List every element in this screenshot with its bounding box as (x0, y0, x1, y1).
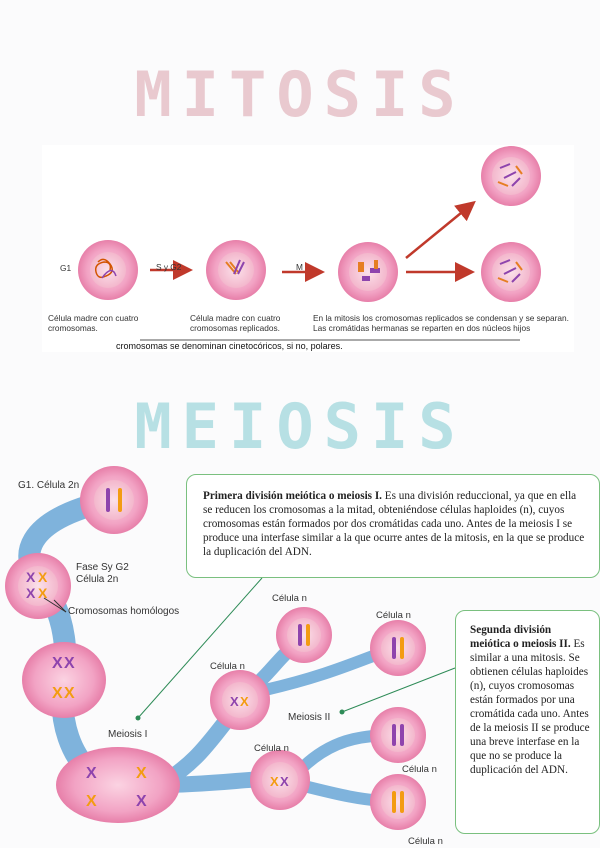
svg-text:X: X (52, 685, 63, 702)
svg-text:X: X (86, 765, 97, 782)
meiosis-ii-description-box: Segunda división meiótica o meiosis II. … (455, 610, 600, 834)
svg-text:X: X (86, 793, 97, 810)
label-cell-n-e: Célula n (402, 764, 437, 775)
mitosis-footer: cromosomas se denominan cinetocóricos, s… (116, 341, 343, 351)
label-homologous: Cromosomas homólogos (68, 606, 180, 617)
svg-text:X: X (136, 793, 147, 810)
label-cell-n-d: Célula n (254, 743, 289, 754)
box1-title: Primera división meiótica o meiosis I. (203, 490, 382, 502)
connector-meiosis1 (137, 577, 263, 719)
meiosis-cell-g1 (80, 466, 148, 534)
svg-text:X: X (64, 655, 75, 672)
svg-text:X: X (38, 585, 48, 601)
meiosis-cell-final-1 (276, 607, 332, 663)
meiosis-cell-n-1: X X (210, 670, 270, 730)
meiosis-cell-n-2: X X (250, 750, 310, 810)
label-s-g2: S y G2 (156, 262, 182, 272)
mitosis-cell-replicated (206, 240, 266, 300)
svg-text:X: X (240, 694, 249, 709)
meiosis-cell-final-3 (370, 707, 426, 763)
mitosis-title: MITOSIS (134, 58, 466, 131)
meiosis-cell-anaphase-i: X X X X (56, 747, 180, 823)
arrow-m-to-top (405, 200, 476, 259)
box1-text: Es una división reduccional, ya que en e… (203, 490, 585, 558)
meiosis-title: MEIOSIS (134, 390, 466, 463)
svg-text:X: X (136, 765, 147, 782)
box2-text: Es similar a una mitosis. Se obtienen cé… (470, 638, 590, 776)
label-cell-n-c: Célula n (210, 661, 245, 672)
label-m: M (296, 262, 303, 272)
caption-mother-cell: Célula madre con cuatro cromosomas. (48, 313, 139, 333)
mitosis-daughter-cell-bottom (481, 242, 541, 302)
label-s-g2-line1: Fase Sy G2 (76, 562, 129, 573)
label-cell-n-a: Célula n (272, 593, 307, 604)
meiosis-cell-s-g2: X X X X (5, 553, 71, 619)
label-cell-n-f: Célula n (408, 836, 443, 847)
svg-text:X: X (52, 655, 63, 672)
mitosis-daughter-cell-top (481, 146, 541, 206)
meiosis-i-description-box: Primera división meiótica o meiosis I. E… (186, 474, 600, 578)
mitosis-cell-m (338, 242, 398, 302)
mitosis-cell-g1 (78, 240, 138, 300)
meiosis-cell-final-4 (370, 774, 426, 830)
caption-replicated: Célula madre con cuatro cromosomas repli… (190, 313, 281, 333)
label-meiosis-i: Meiosis I (108, 729, 148, 740)
label-s-g2-line2: Célula 2n (76, 574, 119, 585)
label-meiosis-ii: Meiosis II (288, 712, 331, 723)
svg-text:X: X (270, 774, 279, 789)
svg-text:X: X (230, 694, 239, 709)
meiosis-cell-metaphase-i: X X X X (22, 642, 106, 718)
label-cell-n-b: Célula n (376, 610, 411, 621)
meiosis-cell-final-2 (370, 620, 426, 676)
svg-text:X: X (38, 569, 48, 585)
label-g1: G1 (60, 263, 72, 273)
svg-text:X: X (26, 585, 36, 601)
label-g1-cell: G1. Célula 2n (18, 480, 80, 491)
svg-text:X: X (26, 569, 36, 585)
svg-text:X: X (280, 774, 289, 789)
connector-homologous (53, 599, 67, 613)
svg-text:X: X (64, 685, 75, 702)
connector-meiosis2 (341, 667, 456, 713)
caption-mitosis-line1: En la mitosis los cromosomas replicados … (313, 313, 569, 323)
box2-title: Segunda división meiótica o meiosis II. (470, 624, 571, 650)
caption-mitosis-line2: Las cromátidas hermanas se reparten en d… (313, 323, 531, 333)
